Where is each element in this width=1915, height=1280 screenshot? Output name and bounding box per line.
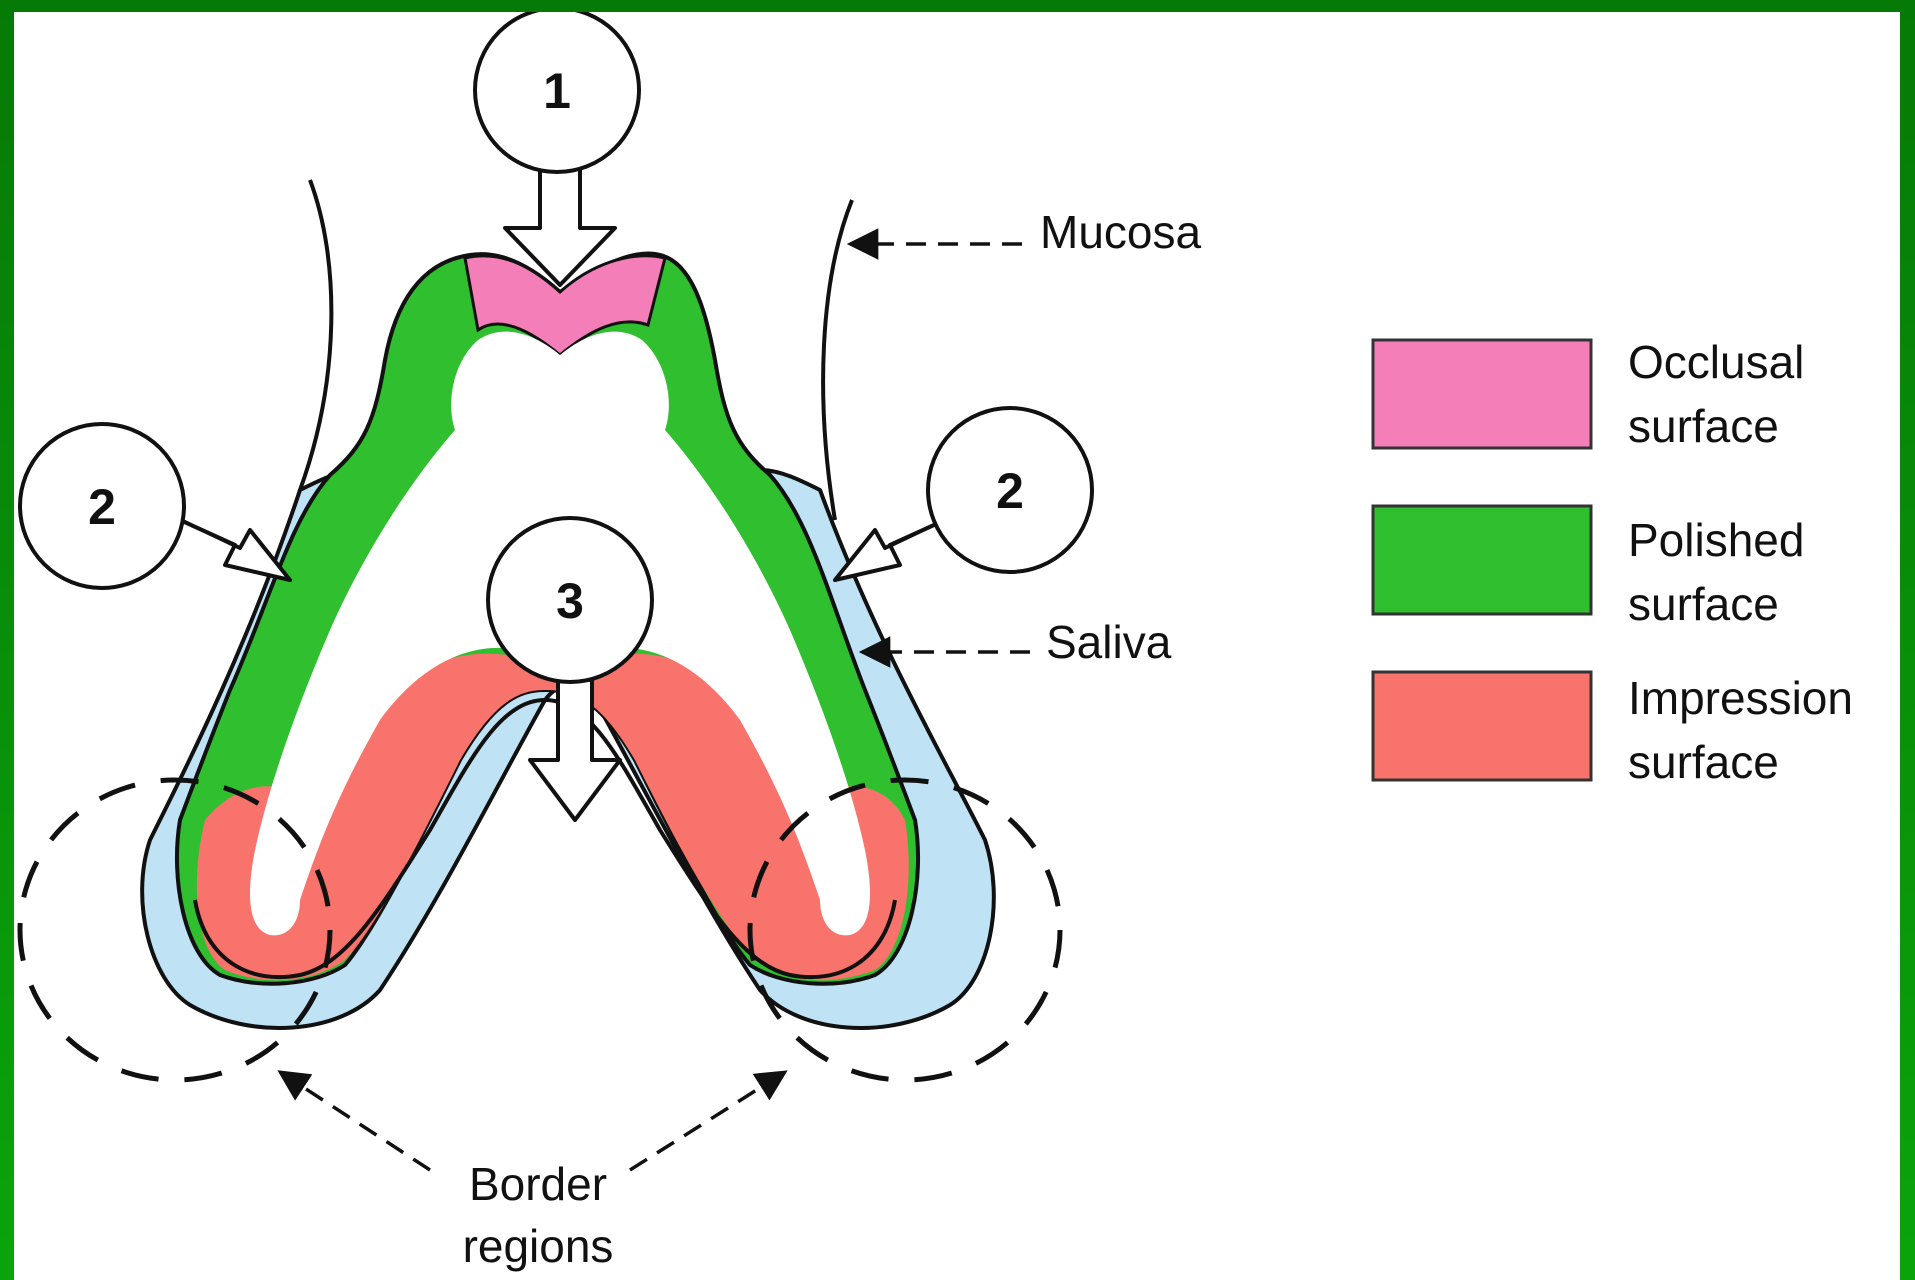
mucosa-right-line [823,200,852,520]
border-regions-label-line1: Border [469,1158,607,1210]
svg-text:surface: surface [1628,736,1779,788]
svg-text:surface: surface [1628,578,1779,630]
svg-text:surface: surface [1628,400,1779,452]
marker-2-left: 2 [20,424,184,588]
denture-surfaces-diagram: 1 2 2 3 Mucosa Saliva Border reg [14,12,1900,1280]
svg-text:3: 3 [556,573,584,629]
marker-3: 3 [488,518,652,682]
legend-swatch-impression [1373,672,1591,780]
svg-text:2: 2 [996,463,1024,519]
legend-swatch-occlusal [1373,340,1591,448]
force-arrow-2-right [835,520,945,580]
svg-text:Occlusal: Occlusal [1628,336,1804,388]
diagram-panel: 1 2 2 3 Mucosa Saliva Border reg [14,12,1900,1280]
border-regions-label-line2: regions [463,1220,614,1272]
force-arrow-2-left [180,520,290,580]
marker-1: 1 [475,12,639,172]
legend-swatch-polished [1373,506,1591,614]
marker-2-right: 2 [928,408,1092,572]
border-pointer-right [630,1072,785,1170]
legend: Occlusal surface Polished surface Impres… [1373,336,1853,788]
svg-text:Polished: Polished [1628,514,1804,566]
mucosa-left-line [300,180,331,490]
svg-text:1: 1 [543,63,571,119]
mucosa-label: Mucosa [1040,206,1201,258]
legend-item-occlusal: Occlusal surface [1373,336,1804,452]
svg-text:Impression: Impression [1628,672,1853,724]
legend-item-impression: Impression surface [1373,672,1853,788]
svg-text:2: 2 [88,479,116,535]
legend-item-polished: Polished surface [1373,506,1804,630]
saliva-label: Saliva [1046,616,1172,668]
border-pointer-left [280,1072,430,1170]
